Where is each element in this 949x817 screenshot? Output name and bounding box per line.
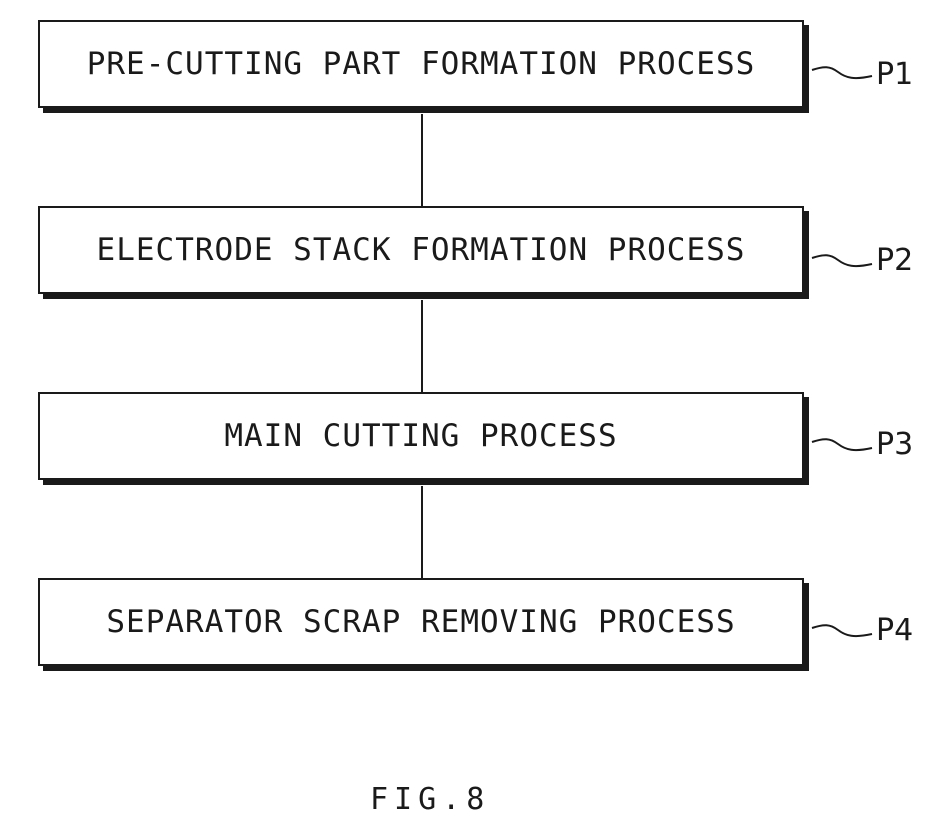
leader-line-p2 — [812, 252, 872, 272]
process-label-p1: PRE-CUTTING PART FORMATION PROCESS — [87, 46, 756, 82]
process-label-p3: MAIN CUTTING PROCESS — [224, 418, 617, 454]
leader-line-p3 — [812, 436, 872, 456]
ref-label-p3: P3 — [876, 430, 913, 460]
process-box-p3: MAIN CUTTING PROCESS — [38, 392, 804, 480]
process-label-p4: SEPARATOR SCRAP REMOVING PROCESS — [106, 604, 735, 640]
leader-line-p1 — [812, 64, 872, 84]
ref-label-p1: P1 — [876, 60, 913, 90]
leader-line-p4 — [812, 622, 872, 642]
ref-label-p4: P4 — [876, 616, 913, 646]
process-label-p2: ELECTRODE STACK FORMATION PROCESS — [97, 232, 746, 268]
process-box-p4: SEPARATOR SCRAP REMOVING PROCESS — [38, 578, 804, 666]
process-box-p2: ELECTRODE STACK FORMATION PROCESS — [38, 206, 804, 294]
connector-p3-p4 — [421, 486, 423, 581]
connector-p2-p3 — [421, 300, 423, 395]
ref-label-p2: P2 — [876, 246, 913, 276]
process-box-p1: PRE-CUTTING PART FORMATION PROCESS — [38, 20, 804, 108]
connector-p1-p2 — [421, 114, 423, 209]
figure-caption: FIG.8 — [370, 782, 490, 817]
